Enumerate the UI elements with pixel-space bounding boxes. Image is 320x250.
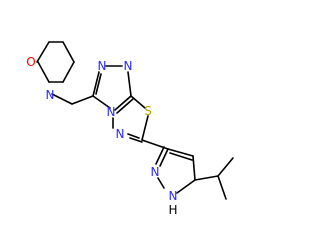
bond <box>92 95 111 109</box>
atom-label-h: H <box>168 203 177 217</box>
bond <box>176 179 196 194</box>
atom-label-n: N <box>124 59 133 73</box>
bond <box>155 146 165 165</box>
bond <box>62 41 75 63</box>
atom-label-n: N <box>151 165 160 179</box>
bond <box>114 95 132 111</box>
bond <box>159 148 169 167</box>
bond <box>92 71 100 97</box>
atom-label-n: N <box>98 59 107 73</box>
triazole-ring <box>92 65 134 114</box>
bond <box>194 175 219 181</box>
bond <box>141 115 149 141</box>
bond <box>62 61 75 83</box>
bond <box>157 177 165 189</box>
isopropyl-group <box>194 157 234 200</box>
bond <box>130 95 146 109</box>
atom-label-s: S <box>144 104 152 118</box>
bond <box>95 73 102 95</box>
molecule-structure: O N N N N N S N N H <box>26 41 234 217</box>
morpholine-ring <box>36 41 75 83</box>
bond <box>127 133 140 139</box>
bond <box>169 152 193 161</box>
bond <box>217 175 227 200</box>
bond <box>127 71 132 97</box>
structure-canvas: O N N N N N S N N H <box>26 41 234 217</box>
bond <box>71 95 94 105</box>
atom-label-n: N <box>169 189 178 203</box>
bond <box>36 41 50 63</box>
bond <box>192 155 196 181</box>
bond <box>116 98 134 114</box>
atom-label-n: N <box>107 105 116 119</box>
thiadiazole-ring <box>112 95 149 143</box>
atom-label-n: N <box>46 88 55 102</box>
bond <box>37 61 50 83</box>
bond <box>51 93 73 105</box>
atom-label-o: O <box>26 55 35 69</box>
bond <box>129 137 143 143</box>
bond <box>217 157 234 177</box>
pyrazole-ring <box>155 146 196 194</box>
bond <box>167 148 194 157</box>
atom-label-n: N <box>116 127 125 141</box>
